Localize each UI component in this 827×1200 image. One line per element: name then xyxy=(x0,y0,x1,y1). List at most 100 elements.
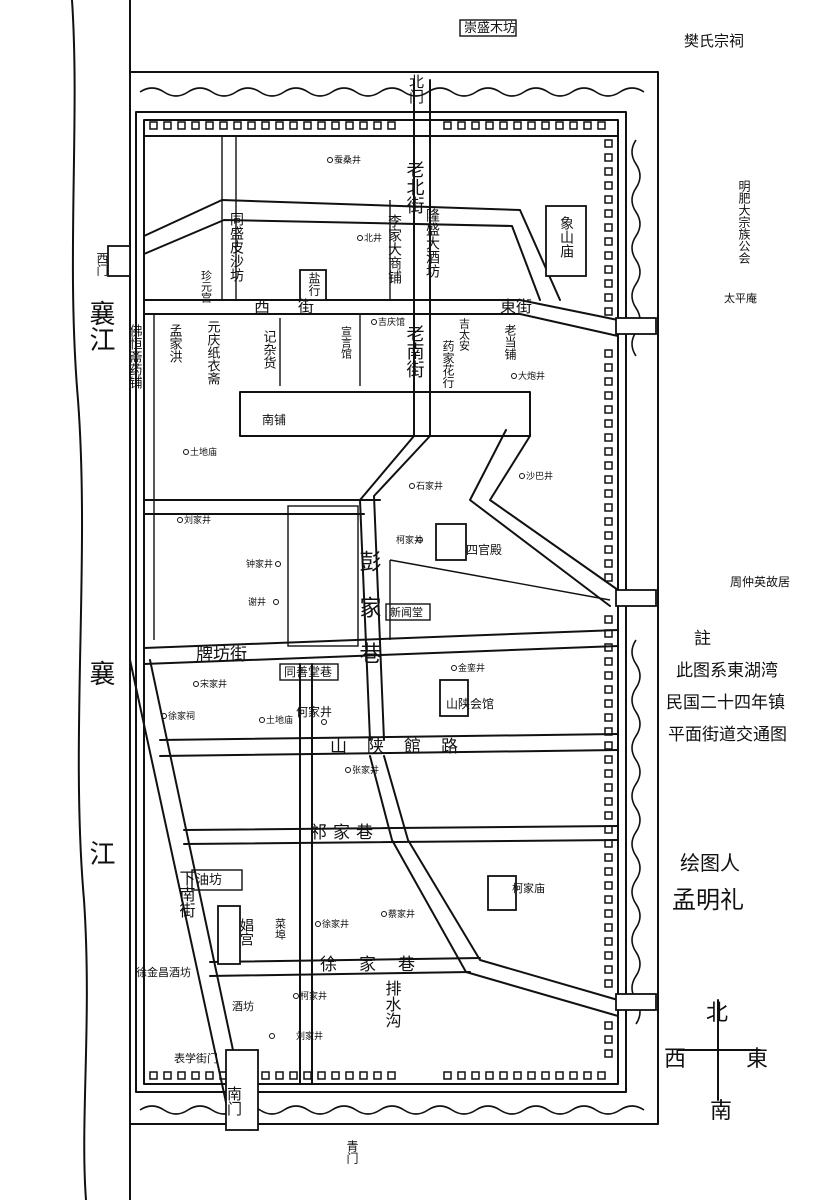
battlement xyxy=(317,1071,326,1080)
battlement xyxy=(604,1021,613,1030)
battlement xyxy=(604,447,613,456)
battlement xyxy=(604,559,613,568)
well: 谢井 xyxy=(248,596,266,608)
west-gate-label: 西门 xyxy=(95,252,109,276)
battlement xyxy=(604,531,613,540)
battlement xyxy=(604,699,613,708)
lijia: 李家大商铺 xyxy=(386,214,402,284)
battlement xyxy=(604,545,613,554)
river-middle: 襄 xyxy=(85,660,115,686)
battlement xyxy=(604,643,613,652)
battlement xyxy=(604,461,613,470)
battlement xyxy=(604,741,613,750)
biaozhi: 表学街门 xyxy=(174,1051,218,1065)
zhenyuan: 珍元宫 xyxy=(200,270,213,304)
battlement xyxy=(604,909,613,918)
zhou-label: 周仲英故居 xyxy=(730,574,790,589)
battlement xyxy=(604,349,613,358)
jiqing: 元庆纸衣斋 xyxy=(205,320,221,385)
battlement xyxy=(604,139,613,148)
well: 土地庙 xyxy=(266,714,293,726)
caijimiao: 柯家庙 xyxy=(512,881,545,895)
north-gate: 北门 xyxy=(407,74,425,105)
battlement xyxy=(569,121,578,130)
foshou: 佛恒斋药铺 xyxy=(127,324,143,389)
pai-fang-jie: 牌坊街 xyxy=(196,645,247,665)
battlement xyxy=(604,1035,613,1044)
changgong: 娼宫 xyxy=(238,918,254,946)
battlement xyxy=(331,121,340,130)
xujinchang: 徐金昌酒坊 xyxy=(136,965,191,979)
lao-bei-jie: 老北街 xyxy=(404,160,425,214)
battlement xyxy=(604,279,613,288)
battlement xyxy=(499,1071,508,1080)
battlement xyxy=(205,1071,214,1080)
well: 徐家祠 xyxy=(168,710,195,722)
right-upper-label: 明肥大宗族公会 xyxy=(737,180,751,265)
battlement xyxy=(261,121,270,130)
note-mark: 註 xyxy=(694,629,711,649)
battlement xyxy=(604,853,613,862)
battlement xyxy=(604,783,613,792)
wuguan: 四官殿 xyxy=(466,542,502,557)
taiping-label: 太平庵 xyxy=(724,291,757,305)
battlement xyxy=(604,797,613,806)
xi-jie: 西街 xyxy=(254,297,342,316)
battlement xyxy=(233,121,242,130)
battlement xyxy=(604,237,613,246)
battlement xyxy=(604,405,613,414)
well: 钟家井 xyxy=(246,558,273,570)
battlement xyxy=(604,195,613,204)
nanpu: 南铺 xyxy=(262,412,286,427)
battlement xyxy=(205,121,214,130)
tongshan: 同善堂巷 xyxy=(284,664,332,679)
battlement xyxy=(604,251,613,260)
battlement xyxy=(604,153,613,162)
battlement xyxy=(191,121,200,130)
battlement xyxy=(604,363,613,372)
street-network xyxy=(107,79,761,1131)
note-line1: 此图系東湖湾 xyxy=(676,661,778,681)
dong-jie: 東街 xyxy=(500,297,532,316)
shan-shan-lu: 山陕館路 xyxy=(330,737,478,757)
yaohang: 药家花行 xyxy=(441,340,455,388)
xia-nan-jie: 下南街 xyxy=(177,870,196,918)
battlement xyxy=(604,895,613,904)
note-line3: 平面街道交通图 xyxy=(668,725,787,745)
battlement xyxy=(191,1071,200,1080)
battlement xyxy=(513,121,522,130)
battlement xyxy=(555,121,564,130)
battlement xyxy=(289,121,298,130)
moat-frame xyxy=(129,71,659,1125)
battlement xyxy=(303,121,312,130)
wells: 蚕桑井 北井 吉庆馆 大炮井 沙巴井 土地庙 石家井 刘家井 柯家井 钟家井 谢… xyxy=(161,154,553,1042)
south-gate: 南门 xyxy=(225,1086,243,1117)
battlement xyxy=(604,769,613,778)
well: 宋家井 xyxy=(200,678,227,690)
compass-west: 西 xyxy=(664,1047,686,1072)
battlement xyxy=(527,121,536,130)
battlement xyxy=(604,181,613,190)
battlement xyxy=(177,1071,186,1080)
well: 土地庙 xyxy=(190,446,217,458)
peng-jia-xiang: 彭家巷 xyxy=(356,550,382,688)
battlement xyxy=(604,657,613,666)
battlement xyxy=(604,923,613,932)
battlement xyxy=(604,475,613,484)
xuanyan: 宣言馆 xyxy=(340,325,353,360)
battlement xyxy=(604,167,613,176)
battlement xyxy=(604,265,613,274)
well: 刘家井 xyxy=(184,514,211,526)
battlement xyxy=(604,419,613,428)
battlement xyxy=(303,1071,312,1080)
battlement xyxy=(604,391,613,400)
mengxiang: 孟家洪 xyxy=(167,324,183,363)
battlement xyxy=(443,121,452,130)
battlement xyxy=(177,121,186,130)
youfang: 油坊 xyxy=(196,873,222,888)
well: 柯家井 xyxy=(300,990,327,1002)
battlement xyxy=(604,307,613,316)
longsheng: 隆盛大酒坊 xyxy=(424,208,440,279)
caibao: 菜埠 xyxy=(274,918,287,941)
well: 柯家井 xyxy=(396,534,423,546)
